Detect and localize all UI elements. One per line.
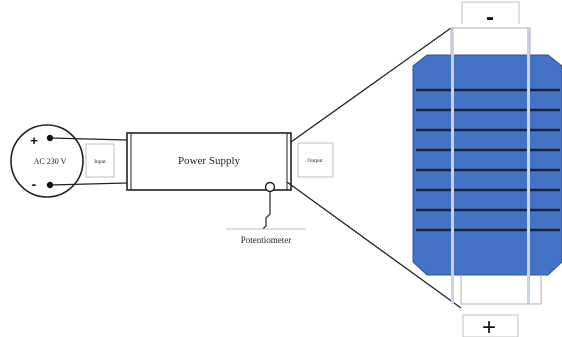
wire-minus [49,182,128,186]
ac-plus-sign: + [30,133,38,148]
solar-cell-finger-lines [416,88,560,232]
input-box: Input [85,143,115,178]
ac-source-label: AC 230 V [34,157,67,166]
input-label: Input [94,159,106,165]
ac-source: AC 230 V + - [10,124,84,198]
output-box: Output [297,142,334,178]
wire-to-cell-top [290,27,452,143]
output-box-frame [297,142,334,178]
potentiometer-knob [264,181,276,193]
input-box-frame [85,143,115,178]
cell-plus-sign: + [482,314,496,337]
wire-to-cell-bottom [286,181,462,309]
output-label: Output [307,158,323,164]
power-supply: Power Supply [126,132,292,191]
cell-plus-terminal: + [462,314,519,337]
bus-bar-left [451,28,454,304]
potentiometer-label: Potentiometer [241,235,292,245]
wire-plus [49,137,128,141]
ac-source-circle [10,124,84,198]
power-supply-title: Power Supply [178,155,241,167]
potentiometer-leader [262,191,271,230]
minus-box-outline [461,1,520,24]
plus-box-outline [462,314,519,337]
cell-minus-terminal: - [461,1,520,31]
solar-cell-body [412,54,562,276]
solar-cell [412,27,562,305]
power-supply-body [126,132,292,191]
potentiometer: Potentiometer [226,181,306,245]
ac-minus-sign: - [32,176,37,192]
bottom-tab-outline [460,275,542,305]
bus-bar-right [527,28,530,304]
top-tab-outline [450,27,531,55]
cell-minus-sign: - [486,4,494,31]
